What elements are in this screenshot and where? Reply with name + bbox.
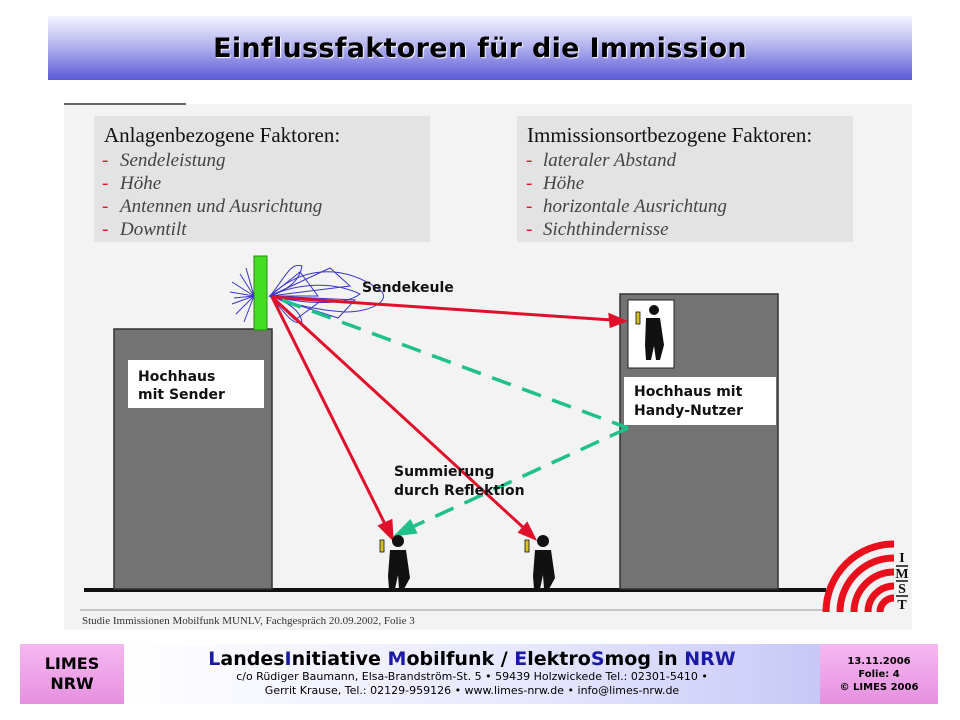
- organisation-name: LandesInitiative Mobilfunk / ElektroSmog…: [124, 648, 820, 670]
- panel-right-bullet: -: [526, 173, 532, 194]
- reflection-path: [281, 298, 629, 537]
- panel-right-item: Sichthindernisse: [543, 219, 669, 240]
- label-reflection-2: durch Reflektion: [394, 483, 525, 499]
- panel-left-bullet: -: [102, 150, 108, 171]
- panel-right-item: Höhe: [542, 173, 584, 194]
- limes-badge: LIMES NRW: [20, 644, 124, 704]
- copyright: © LIMES 2006: [839, 681, 919, 693]
- slide-title: Einflussfaktoren für die Immission: [213, 32, 747, 64]
- logo-letter: I: [899, 551, 904, 566]
- panel-right-bullet: -: [526, 196, 532, 217]
- source-caption: Studie Immissionen Mobilfunk MUNLV, Fach…: [82, 615, 415, 627]
- panel-left-item: Antennen und Ausrichtung: [118, 196, 322, 217]
- diagram: Anlagenbezogene Faktoren: - Sendeleistun…: [64, 103, 912, 630]
- panel-left-item: Höhe: [119, 173, 161, 194]
- organisation-name-part: NRW: [684, 648, 736, 670]
- panel-left-item: Downtilt: [119, 219, 187, 240]
- limes-badge-line: NRW: [50, 674, 94, 693]
- address-line: c/o Rüdiger Baumann, Elsa-Brandström-St.…: [236, 670, 708, 683]
- logo-letter: T: [897, 598, 907, 613]
- label-box-left: [128, 360, 264, 408]
- person-street-1: [379, 535, 410, 589]
- organisation-name-part: obilfunk /: [406, 648, 515, 670]
- label-building-left-1: Hochhaus: [138, 369, 215, 385]
- label-box-right: [624, 377, 776, 425]
- panel-right-heading: Immissionsortbezogene Faktoren:: [527, 123, 812, 147]
- person-street-2: [524, 535, 555, 589]
- label-beam: Sendekeule: [362, 280, 454, 296]
- slide-info-badge: 13.11.2006 Folie: 4 © LIMES 2006: [820, 644, 938, 704]
- organisation-name-part: E: [514, 648, 528, 670]
- logo-letter: M: [895, 567, 908, 582]
- panel-left-heading: Anlagenbezogene Faktoren:: [104, 123, 340, 147]
- panel-right-bullet: -: [526, 150, 532, 171]
- panel-right: [517, 116, 853, 242]
- direct-rays: [270, 295, 628, 542]
- organisation-name-part: L: [208, 648, 221, 670]
- organisation-name-part: I: [284, 648, 292, 670]
- label-reflection-1: Summierung: [394, 464, 494, 480]
- panel-right-item: horizontale Ausrichtung: [543, 196, 727, 217]
- panel-left-bullet: -: [102, 173, 108, 194]
- organisation-name-part: S: [590, 648, 605, 670]
- title-bar: Einflussfaktoren für die Immission: [48, 16, 912, 80]
- label-building-right-2: Handy-Nutzer: [634, 403, 743, 419]
- organisation-name-part: nitiative: [291, 648, 388, 670]
- person-window: [635, 305, 664, 360]
- organisation-name-part: lektro: [527, 648, 591, 670]
- label-building-left-2: mit Sender: [138, 387, 225, 403]
- address-line: Gerrit Krause, Tel.: 02129-959126 • www.…: [264, 684, 680, 697]
- panel-left: [94, 116, 430, 242]
- panel-right-item: lateraler Abstand: [543, 150, 677, 171]
- panel-left-bullet: -: [102, 219, 108, 240]
- imst-logo: I M S T: [822, 540, 909, 613]
- antenna-mast: [253, 255, 268, 331]
- footer-organisation: LandesInitiative Mobilfunk / ElektroSmog…: [124, 644, 820, 704]
- label-building-right-1: Hochhaus mit: [634, 384, 743, 400]
- panel-left-bullet: -: [102, 196, 108, 217]
- organisation-name-part: M: [387, 648, 407, 670]
- organisation-name-part: andes: [220, 648, 285, 670]
- panel-right-bullet: -: [526, 219, 532, 240]
- footer: LIMES NRW LandesInitiative Mobilfunk / E…: [0, 636, 960, 720]
- limes-badge-line: LIMES: [44, 654, 100, 673]
- panel-left-item: Sendeleistung: [120, 150, 226, 171]
- logo-letter: S: [898, 582, 906, 597]
- organisation-name-part: mog in: [604, 648, 685, 670]
- slide-number: Folie: 4: [858, 668, 900, 680]
- slide-date: 13.11.2006: [847, 655, 911, 667]
